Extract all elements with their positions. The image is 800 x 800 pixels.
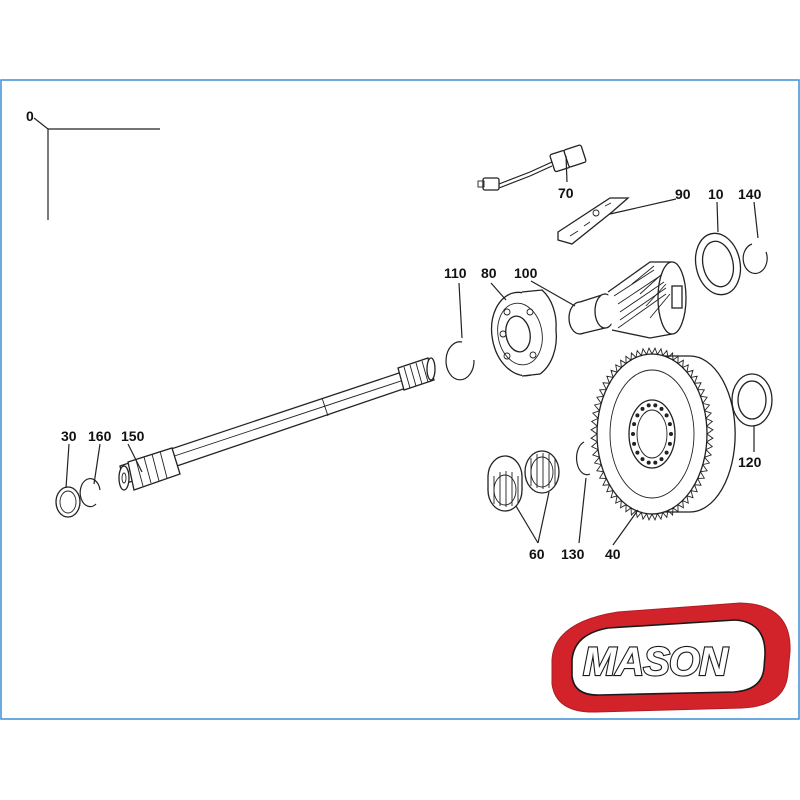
part-40-large-gear bbox=[590, 346, 736, 522]
part-90-label-plate bbox=[557, 197, 630, 245]
callout-70: 70 bbox=[558, 185, 574, 201]
callout-30: 30 bbox=[61, 428, 77, 444]
hub-splines bbox=[631, 403, 673, 465]
callout-90: 90 bbox=[675, 186, 691, 202]
hub-spline-tooth bbox=[653, 460, 658, 465]
hub-spline-tooth bbox=[631, 432, 635, 436]
part-100-pinion-gear bbox=[568, 261, 687, 339]
callout-labels: 70 90 10 140 110 80 100 30 160 150 120 6… bbox=[61, 185, 762, 562]
hub-spline-tooth bbox=[635, 450, 640, 455]
hub-spline-tooth bbox=[635, 413, 640, 418]
part-120-washer bbox=[731, 373, 773, 427]
hub-spline-tooth bbox=[632, 441, 637, 446]
hub-spline-tooth bbox=[659, 406, 664, 411]
logo-text: MASON bbox=[583, 640, 729, 684]
needle-bearing-right bbox=[524, 450, 560, 494]
part-160-snap-ring bbox=[79, 478, 101, 508]
part-150-shaft bbox=[118, 357, 436, 491]
part-70-connector-cable bbox=[477, 144, 587, 191]
hub-spline-tooth bbox=[667, 422, 672, 427]
leader-lines bbox=[65, 155, 759, 546]
part-60-needle-bearings bbox=[487, 450, 560, 512]
hub-spline-tooth bbox=[664, 413, 669, 418]
callout-110: 110 bbox=[444, 265, 467, 281]
hub-spline-tooth bbox=[646, 460, 651, 465]
part-30-ring bbox=[55, 486, 81, 518]
hub-spline-tooth bbox=[667, 441, 672, 446]
gear-teeth bbox=[590, 346, 714, 522]
callout-60: 60 bbox=[529, 546, 545, 562]
callout-150: 150 bbox=[121, 428, 145, 444]
callout-40: 40 bbox=[605, 546, 621, 562]
callout-120: 120 bbox=[738, 454, 762, 470]
part-10-ring bbox=[694, 232, 742, 296]
hub-spline-tooth bbox=[632, 422, 637, 427]
part-130-snap-ring bbox=[576, 441, 591, 476]
gear-tooth-outline bbox=[590, 346, 714, 522]
hub-spline-tooth bbox=[646, 403, 651, 408]
needle-bearing-left bbox=[487, 455, 523, 512]
hub-spline-tooth bbox=[664, 450, 669, 455]
logo-inner-shape bbox=[571, 619, 766, 696]
part-80-bearing bbox=[490, 289, 558, 377]
callout-140: 140 bbox=[738, 186, 762, 202]
hub-spline-tooth bbox=[669, 432, 673, 436]
callout-100: 100 bbox=[514, 265, 538, 281]
hub-spline-tooth bbox=[640, 406, 645, 411]
callout-10: 10 bbox=[708, 186, 724, 202]
frame-border bbox=[0, 79, 800, 720]
origin-axis: 0 bbox=[26, 108, 160, 220]
callout-130: 130 bbox=[561, 546, 585, 562]
hub-spline-tooth bbox=[640, 457, 645, 462]
callout-80: 80 bbox=[481, 265, 497, 281]
part-110-circlip bbox=[445, 341, 475, 381]
part-140-snap-ring bbox=[742, 243, 768, 274]
callout-160: 160 bbox=[88, 428, 112, 444]
mason-logo: MASON bbox=[551, 602, 791, 713]
hub-spline-tooth bbox=[653, 403, 658, 408]
origin-label: 0 bbox=[26, 108, 34, 124]
hub-spline-tooth bbox=[659, 457, 664, 462]
